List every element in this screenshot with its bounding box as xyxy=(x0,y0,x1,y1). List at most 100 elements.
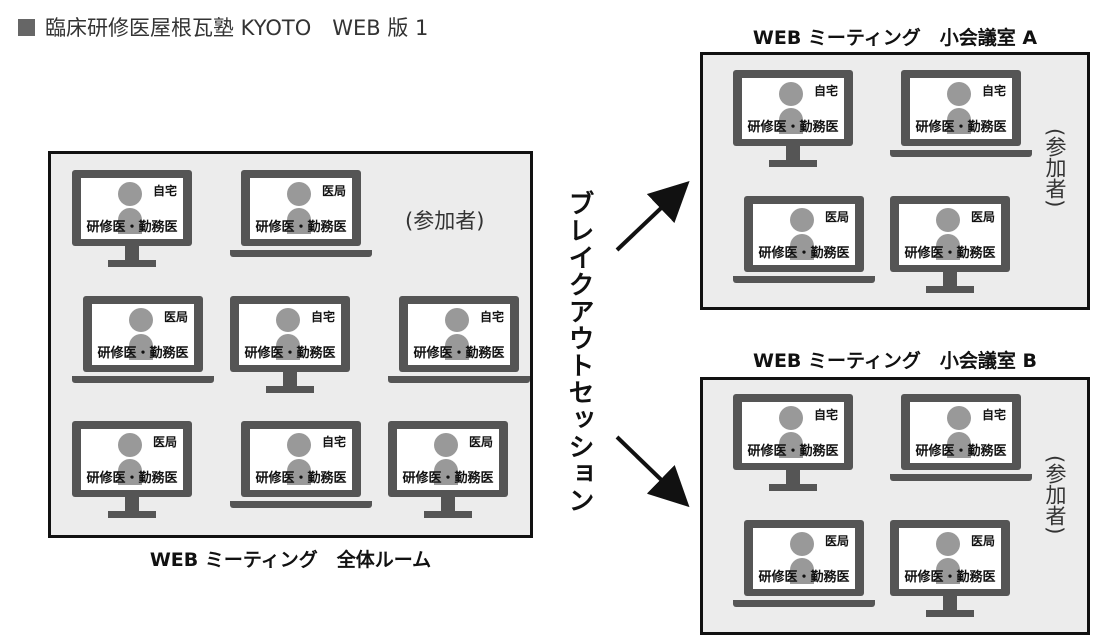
arrow-to-room-b xyxy=(615,435,690,508)
screen: 医局研修医・勤務医 xyxy=(744,196,864,272)
person-body-icon xyxy=(445,334,469,360)
location-label: 自宅 xyxy=(321,435,346,449)
location-label: 自宅 xyxy=(813,84,838,98)
location-label: 医局 xyxy=(468,435,493,449)
person-head-icon xyxy=(118,433,142,457)
monitor-foot xyxy=(266,386,314,393)
screen-display: 自宅研修医・勤務医 xyxy=(910,78,1012,139)
laptop-participant: 自宅研修医・勤務医 xyxy=(230,421,372,521)
role-label: 研修医・勤務医 xyxy=(86,220,178,235)
monitor-foot xyxy=(926,610,974,617)
person-body-icon xyxy=(936,234,960,260)
room-a-caption: WEB ミーティング 小会議室 A xyxy=(752,27,1038,49)
screen: 自宅研修医・勤務医 xyxy=(72,170,192,246)
main-room-participants-label: (参加者) xyxy=(405,209,485,233)
person-body-icon xyxy=(947,432,971,458)
screen: 自宅研修医・勤務医 xyxy=(230,296,350,372)
location-label: 医局 xyxy=(824,210,849,224)
role-label: 研修医・勤務医 xyxy=(255,220,347,235)
role-label: 研修医・勤務医 xyxy=(255,471,347,486)
screen-display: 医局研修医・勤務医 xyxy=(753,528,855,589)
screen: 自宅研修医・勤務医 xyxy=(241,421,361,497)
location-label: 自宅 xyxy=(479,310,504,324)
screen: 自宅研修医・勤務医 xyxy=(399,296,519,372)
screen: 自宅研修医・勤務医 xyxy=(901,394,1021,470)
monitor-participant: 医局研修医・勤務医 xyxy=(890,520,1010,620)
monitor-foot xyxy=(769,484,817,491)
laptop-base xyxy=(733,600,875,607)
person-head-icon xyxy=(936,208,960,232)
role-label: 研修医・勤務医 xyxy=(758,246,850,261)
person-head-icon xyxy=(936,532,960,556)
role-label: 研修医・勤務医 xyxy=(97,346,189,361)
screen-display: 自宅研修医・勤務医 xyxy=(742,402,844,463)
location-label: 自宅 xyxy=(981,84,1006,98)
arrow-to-room-a xyxy=(615,180,690,252)
monitor-participant: 自宅研修医・勤務医 xyxy=(230,296,350,396)
location-label: 自宅 xyxy=(813,408,838,422)
role-label: 研修医・勤務医 xyxy=(244,346,336,361)
laptop-participant: 医局研修医・勤務医 xyxy=(733,196,875,296)
person-body-icon xyxy=(434,459,458,485)
location-label: 医局 xyxy=(970,534,995,548)
role-label: 研修医・勤務医 xyxy=(86,471,178,486)
laptop-base xyxy=(733,276,875,283)
monitor-stand xyxy=(786,470,800,484)
screen-display: 自宅研修医・勤務医 xyxy=(239,304,341,365)
person-head-icon xyxy=(118,182,142,206)
screen: 医局研修医・勤務医 xyxy=(241,170,361,246)
room-a-participants-label: (参加者) xyxy=(1043,128,1067,208)
screen-display: 自宅研修医・勤務医 xyxy=(910,402,1012,463)
laptop-participant: 医局研修医・勤務医 xyxy=(230,170,372,270)
monitor-stand xyxy=(441,497,455,511)
person-head-icon xyxy=(779,82,803,106)
monitor-foot xyxy=(926,286,974,293)
monitor-stand xyxy=(943,596,957,610)
person-body-icon xyxy=(287,459,311,485)
monitor-participant: 医局研修医・勤務医 xyxy=(72,421,192,521)
location-label: 医局 xyxy=(163,310,188,324)
person-body-icon xyxy=(276,334,300,360)
laptop-participant: 自宅研修医・勤務医 xyxy=(890,394,1032,494)
screen: 自宅研修医・勤務医 xyxy=(733,394,853,470)
person-body-icon xyxy=(790,558,814,584)
monitor-participant: 医局研修医・勤務医 xyxy=(890,196,1010,296)
monitor-foot xyxy=(108,511,156,518)
screen-display: 自宅研修医・勤務医 xyxy=(408,304,510,365)
screen-display: 自宅研修医・勤務医 xyxy=(742,78,844,139)
screen-display: 医局研修医・勤務医 xyxy=(81,429,183,490)
location-label: 自宅 xyxy=(310,310,335,324)
screen-display: 医局研修医・勤務医 xyxy=(899,528,1001,589)
laptop-base xyxy=(230,250,372,257)
laptop-participant: 医局研修医・勤務医 xyxy=(733,520,875,620)
monitor-foot xyxy=(769,160,817,167)
person-body-icon xyxy=(779,432,803,458)
location-label: 医局 xyxy=(321,184,346,198)
room-b-participants-label: (参加者) xyxy=(1043,455,1067,535)
laptop-base xyxy=(72,376,214,383)
role-label: 研修医・勤務医 xyxy=(915,444,1007,459)
monitor-stand xyxy=(786,146,800,160)
person-body-icon xyxy=(118,459,142,485)
laptop-participant: 自宅研修医・勤務医 xyxy=(890,70,1032,170)
person-head-icon xyxy=(779,406,803,430)
person-body-icon xyxy=(287,208,311,234)
person-head-icon xyxy=(129,308,153,332)
page-title: 臨床研修医屋根瓦塾 KYOTO WEB 版 1 xyxy=(18,12,428,42)
screen: 医局研修医・勤務医 xyxy=(388,421,508,497)
person-body-icon xyxy=(936,558,960,584)
screen-display: 自宅研修医・勤務医 xyxy=(81,178,183,239)
person-head-icon xyxy=(287,433,311,457)
location-label: 医局 xyxy=(152,435,177,449)
square-bullet-icon xyxy=(18,18,35,36)
role-label: 研修医・勤務医 xyxy=(904,570,996,585)
role-label: 研修医・勤務医 xyxy=(758,570,850,585)
person-body-icon xyxy=(947,108,971,134)
screen-display: 医局研修医・勤務医 xyxy=(92,304,194,365)
monitor-participant: 医局研修医・勤務医 xyxy=(388,421,508,521)
breakout-session-label: ブレイクアウトセッション xyxy=(564,190,594,514)
laptop-participant: 自宅研修医・勤務医 xyxy=(388,296,530,396)
person-head-icon xyxy=(287,182,311,206)
monitor-participant: 自宅研修医・勤務医 xyxy=(733,394,853,494)
